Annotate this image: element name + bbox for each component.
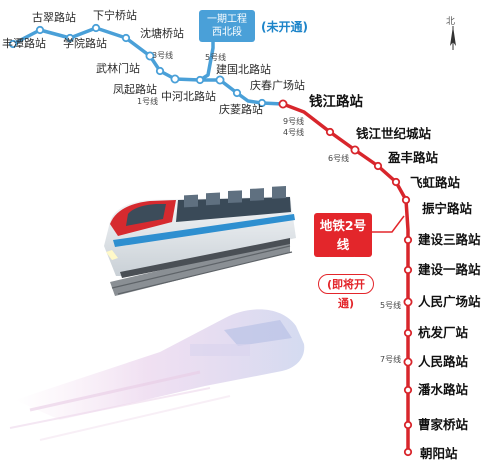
station-label: 丰潭路站 (2, 37, 46, 50)
station-label: 武林门站 (96, 62, 140, 75)
background-train-illustration (9, 309, 305, 441)
station-label: 杭发厂站 (418, 325, 469, 340)
blue-station-markers (8, 23, 267, 108)
transfer-label: 3号线 (152, 51, 174, 60)
station-label: 建设一路站 (418, 262, 481, 277)
station-label: 钱江世纪城站 (356, 126, 432, 141)
station-label: 振宁路站 (422, 201, 473, 216)
southeast-callout-line1: 地铁2号线 (319, 218, 367, 252)
station-label: 曹家桥站 (418, 417, 469, 432)
metro-train-illustration (104, 186, 296, 296)
transfer-label: 1号线 (137, 97, 159, 106)
station-label: 人民路站 (418, 354, 469, 369)
station-label: 凤起路站 (113, 83, 157, 96)
red-station-markers (278, 99, 413, 457)
north-compass-icon (450, 26, 456, 50)
compass-label: 北 (446, 17, 456, 27)
station-label: 沈塘桥站 (140, 27, 184, 40)
transfer-label: 5号线 (380, 301, 402, 310)
southeast-callout-line2: 东南段 (324, 256, 362, 271)
southeast-status: (即将开通) (318, 274, 374, 310)
station-label: 钱江路站 (309, 94, 363, 110)
station-label: 中河北路站 (161, 90, 216, 103)
station-label: 盈丰路站 (388, 150, 439, 165)
station-label: 下宁桥站 (93, 9, 137, 22)
station-label: 庆春广场站 (250, 79, 305, 92)
transfer-label: 5号线 (205, 53, 227, 62)
phase1-status: (未开通) (261, 20, 308, 34)
phase1-callout: 一期工程 西北段 (199, 10, 255, 42)
transfer-label: 6号线 (328, 154, 350, 163)
station-label: 潘水路站 (418, 382, 469, 397)
station-label: 朝阳站 (420, 446, 458, 461)
phase1-callout-line2: 西北段 (212, 27, 242, 38)
station-label: 学院路站 (63, 37, 107, 50)
station-label: 庆菱路站 (219, 103, 263, 116)
transfer-label: 7号线 (380, 355, 402, 364)
line-2-northwest-track (12, 26, 215, 82)
station-label: 建设三路站 (418, 232, 481, 247)
station-label: 飞虹路站 (410, 175, 461, 190)
station-label: 建国北路站 (216, 63, 271, 76)
southeast-callout: 地铁2号线 东南段 (314, 213, 372, 271)
station-label: 人民广场站 (418, 294, 481, 309)
phase1-callout-line1: 一期工程 (207, 14, 247, 25)
transfer-label: 9号线 (283, 117, 305, 126)
station-label: 古翠路站 (32, 11, 76, 24)
transfer-label: 4号线 (283, 128, 305, 137)
